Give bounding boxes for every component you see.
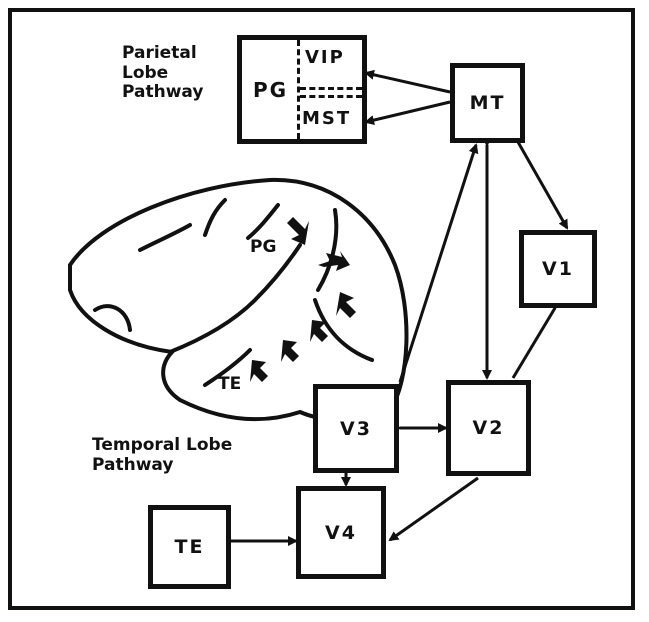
vip-label: VIP	[305, 47, 345, 68]
brain-sulcus-5	[316, 208, 339, 292]
area-mt-label: MT	[469, 92, 506, 114]
flow-arrow-3	[336, 292, 356, 318]
v3-to-mt	[398, 143, 479, 383]
brain-sulcus-6	[313, 298, 374, 362]
brain-pg-label: PG	[250, 237, 277, 257]
brain-sulcus-2	[138, 223, 192, 252]
pg-divider-vertical	[297, 40, 300, 139]
brain-sulcus-3	[203, 198, 227, 237]
area-te-box: TE	[148, 505, 231, 589]
flow-arrow-2	[318, 251, 350, 271]
pg-label: PG	[253, 78, 289, 102]
brain-te-label: TE	[218, 374, 242, 394]
brain-sulcus-4	[246, 203, 280, 240]
flow-arrow-5	[281, 340, 299, 362]
mt-to-vip	[364, 69, 451, 94]
area-mt-box: MT	[450, 63, 525, 143]
area-v1-label: V1	[542, 258, 574, 280]
area-v2-label: V2	[472, 417, 505, 439]
brain-sulcus-1	[93, 304, 132, 332]
brain-flow-arrows	[250, 217, 356, 382]
brain-sulcus-7	[203, 348, 252, 387]
area-v4-box: V4	[296, 486, 386, 579]
v2-v4	[388, 476, 479, 542]
flow-arrow-1	[287, 217, 309, 245]
connection-lines	[223, 69, 569, 546]
area-v1-box: V1	[519, 230, 597, 308]
v1-v2	[511, 298, 564, 379]
parietal-pathway-label: Parietal Lobe Pathway	[122, 43, 204, 103]
mst-label: MST	[302, 108, 352, 129]
temporal-pathway-label: Temporal Lobe Pathway	[92, 435, 233, 475]
area-v3-label: V3	[340, 417, 372, 440]
flow-arrow-4	[310, 320, 328, 342]
pg-divider-horizontal-2	[300, 95, 362, 98]
flow-arrow-6	[250, 360, 268, 382]
area-v2-box: V2	[446, 380, 531, 476]
brain-sylvian-fissure	[168, 243, 302, 354]
area-te-label: TE	[174, 536, 205, 558]
mt-to-mst	[364, 100, 451, 126]
area-v4-label: V4	[325, 521, 357, 544]
area-v3-box: V3	[313, 384, 399, 473]
mt-v1	[509, 132, 569, 230]
pg-divider-horizontal	[300, 87, 362, 90]
